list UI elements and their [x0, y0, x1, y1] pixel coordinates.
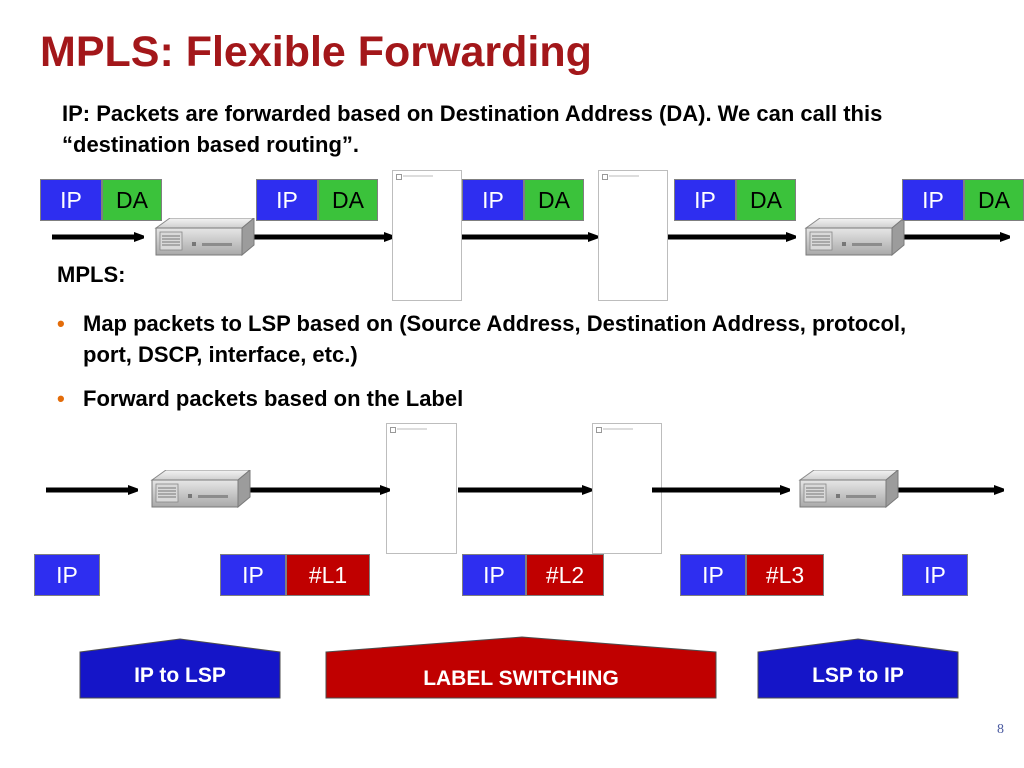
mpls-heading: MPLS:: [57, 262, 126, 287]
router-icon: [796, 470, 900, 508]
image-placeholder-icon: [392, 170, 462, 301]
ip-cell: IP: [462, 554, 526, 596]
label-cell: #L1: [286, 554, 370, 596]
ip-cell: IP: [680, 554, 746, 596]
da-cell: DA: [524, 179, 584, 221]
da-cell: DA: [964, 179, 1024, 221]
mpls-packet: IP: [902, 554, 968, 596]
mpls-packet: IP #L3: [680, 554, 824, 596]
ip-row-arrows: [52, 220, 1024, 254]
image-placeholder-icon: [386, 423, 457, 554]
ip-cell: IP: [902, 554, 968, 596]
ip-cell: IP: [674, 179, 736, 221]
slide-title: MPLS: Flexible Forwarding: [40, 28, 592, 76]
ip-cell: IP: [40, 179, 102, 221]
ip-cell: IP: [902, 179, 964, 221]
mpls-packet: IP: [34, 554, 100, 596]
label-cell: #L3: [746, 554, 824, 596]
label-switching-banner-shape: [325, 636, 717, 699]
bullet-item: • Forward packets based on the Label: [57, 383, 957, 414]
router-icon: [152, 218, 256, 256]
image-placeholder-icon: [592, 423, 662, 554]
label-cell: #L2: [526, 554, 604, 596]
bullet-dot: •: [57, 311, 65, 336]
phase-banners: [79, 636, 959, 699]
ip-cell: IP: [462, 179, 524, 221]
intro-text: IP: Packets are forwarded based on Desti…: [62, 101, 883, 157]
ip-packet: IP DA: [462, 179, 584, 221]
bullet-item: • Map packets to LSP based on (Source Ad…: [57, 308, 957, 370]
mpls-row-arrows: [46, 473, 1024, 507]
bullet-text: Map packets to LSP based on (Source Addr…: [83, 311, 907, 367]
ip-cell: IP: [220, 554, 286, 596]
image-placeholder-icon: [598, 170, 668, 301]
mpls-packet: IP #L1: [220, 554, 370, 596]
bullet-text: Forward packets based on the Label: [83, 386, 464, 411]
lsp-to-ip-banner-shape: [757, 638, 959, 699]
router-icon: [148, 470, 252, 508]
lsp-to-ip-label: LSP to IP: [812, 664, 904, 687]
da-cell: DA: [318, 179, 378, 221]
ip-to-lsp-banner-shape: [79, 638, 281, 699]
ip-cell: IP: [34, 554, 100, 596]
da-cell: DA: [736, 179, 796, 221]
ip-packet: IP DA: [40, 179, 162, 221]
ip-packet: IP DA: [902, 179, 1024, 221]
mpls-packet: IP #L2: [462, 554, 604, 596]
router-icon: [802, 218, 906, 256]
label-switching-label: LABEL SWITCHING: [423, 667, 619, 690]
da-cell: DA: [102, 179, 162, 221]
ip-packet: IP DA: [256, 179, 378, 221]
bullet-dot: •: [57, 386, 65, 411]
ip-packet: IP DA: [674, 179, 796, 221]
ip-to-lsp-label: IP to LSP: [134, 664, 226, 687]
page-number: 8: [997, 722, 1004, 737]
ip-cell: IP: [256, 179, 318, 221]
